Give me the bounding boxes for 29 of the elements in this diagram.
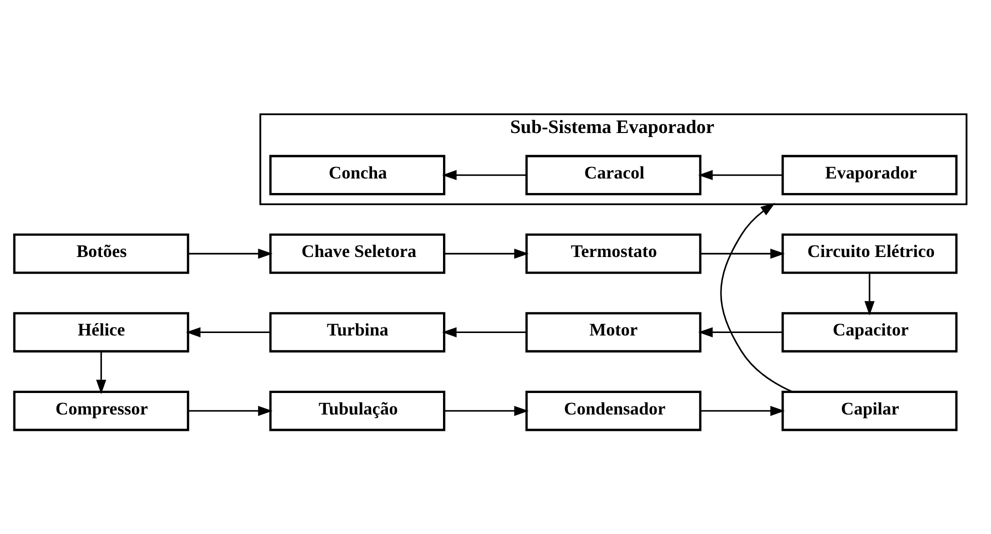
arrow <box>700 248 785 259</box>
arrow <box>700 406 785 416</box>
arrow <box>698 327 782 338</box>
arrow <box>698 170 782 180</box>
node-box: Caracol <box>525 154 702 196</box>
node-box: Compressor <box>13 390 190 432</box>
node-box: Termostato <box>525 234 702 274</box>
node-box: Botões <box>13 234 190 274</box>
node-box: Condensador <box>525 390 702 432</box>
node-box: Capacitor <box>782 312 958 352</box>
arrow <box>864 272 875 316</box>
node-box: Tubulação <box>269 390 446 432</box>
node-box: Capilar <box>782 390 958 432</box>
arrow <box>442 327 526 338</box>
node-box: Turbina <box>269 312 446 352</box>
arrow <box>188 406 273 416</box>
arrow <box>444 406 529 416</box>
node-box: Evaporador <box>782 154 958 196</box>
arrow <box>186 327 270 338</box>
arrow <box>188 248 273 259</box>
arrow <box>96 351 106 394</box>
arrow <box>444 248 529 259</box>
node-box: Motor <box>525 312 702 352</box>
node-box: Hélice <box>13 312 190 352</box>
node-box: Concha <box>269 154 446 196</box>
arrow <box>442 170 526 180</box>
node-box: Chave Seletora <box>269 234 446 274</box>
arrow <box>720 202 793 393</box>
node-box: Circuito Elétrico <box>782 234 958 274</box>
